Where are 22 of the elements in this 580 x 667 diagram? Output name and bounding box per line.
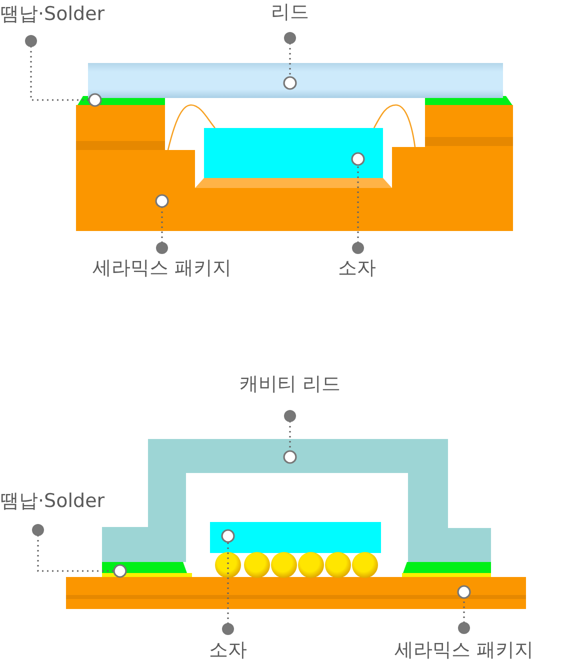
leader-line	[351, 152, 365, 254]
callout-label: 소자	[338, 256, 376, 280]
ceramic-package	[76, 105, 513, 231]
callout-label: 리드	[271, 0, 309, 24]
chip	[210, 522, 381, 553]
callout-label: 캐비티 리드	[240, 372, 341, 396]
solder-layer	[102, 562, 491, 577]
leader-line	[32, 524, 127, 578]
leader-line	[221, 529, 235, 635]
leader-line	[25, 35, 102, 107]
callout-label: 땜납·Solder	[0, 489, 105, 513]
callout-label: 소자	[209, 638, 247, 662]
leader-line	[457, 585, 471, 634]
lid-plate	[88, 63, 503, 98]
callout-label: 세라믹스 패키지	[394, 638, 534, 662]
leader-line	[283, 32, 297, 90]
callout-label: 세라믹스 패키지	[92, 256, 232, 280]
chip	[204, 128, 383, 178]
ceramic-package	[66, 577, 526, 609]
leader-line	[155, 194, 169, 254]
leader-line	[283, 410, 297, 464]
callout-label: 땜납·Solder	[0, 2, 105, 26]
